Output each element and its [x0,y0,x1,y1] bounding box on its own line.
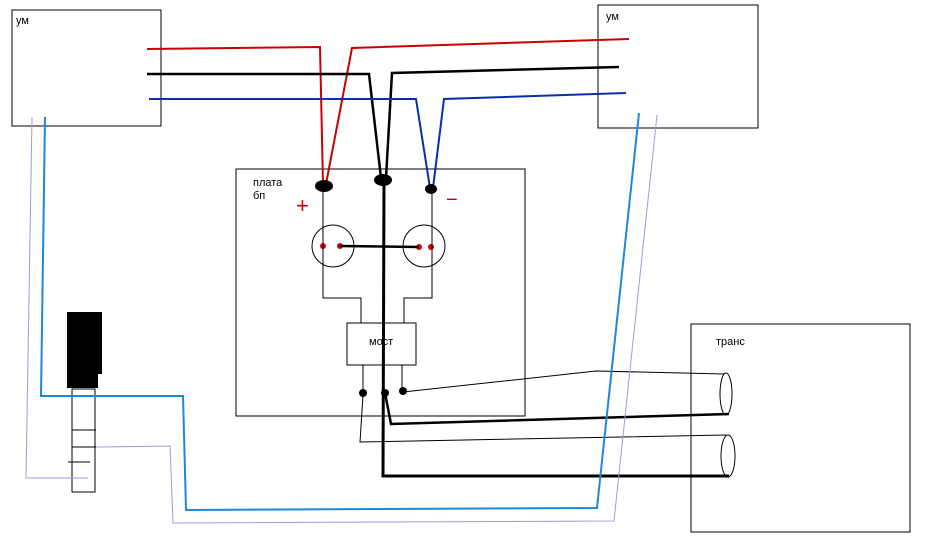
positive-wire-left-amp [146,45,324,185]
amplifier-right-box [597,4,759,129]
psu-board-label-line1: плата [253,177,283,189]
negative-wire-right-amp [432,92,627,189]
bridge-pin-3 [399,387,407,395]
negative-terminal [425,184,437,194]
psu-board-box [235,168,526,417]
bridge-rectifier-label: мост [369,336,393,348]
board-negative-rail [403,193,433,323]
transformer-box [690,323,911,533]
bridge-to-transformer-thick [383,392,730,426]
transformer-winding-1 [719,372,733,416]
signal-wire-pale-right [95,114,658,524]
audio-jack-notch [98,374,102,388]
bridge-to-transformer-thin-a [402,370,725,393]
transformer-winding-2 [720,434,736,478]
capacitor-right-terminal-b [428,244,434,250]
amplifier-right-label: ум [606,11,619,23]
ground-wire-left-amp [147,72,383,179]
transformer-label: транс [716,336,745,348]
audio-jack-plug [71,388,96,493]
bridge-rectifier-box [346,322,417,366]
ground-wire-right-amp [384,65,620,179]
amplifier-left-label: ум [16,15,29,27]
audio-jack-body [67,312,102,388]
positive-terminal [315,180,333,192]
signal-wire-pale-left [25,116,88,479]
negative-wire-left-amp [149,98,431,189]
board-positive-rail [322,190,362,323]
signal-wire-bright [39,112,640,512]
plus-sign: + [296,193,309,218]
positive-wire-right-amp [325,38,630,185]
amplifier-left-box [11,9,162,127]
ground-bus-to-transformer [381,179,729,478]
psu-board-label-line2: бп [253,190,265,202]
minus-sign: − [446,189,458,211]
capacitor-link-wire [339,244,420,249]
bridge-pin-1 [359,389,367,397]
